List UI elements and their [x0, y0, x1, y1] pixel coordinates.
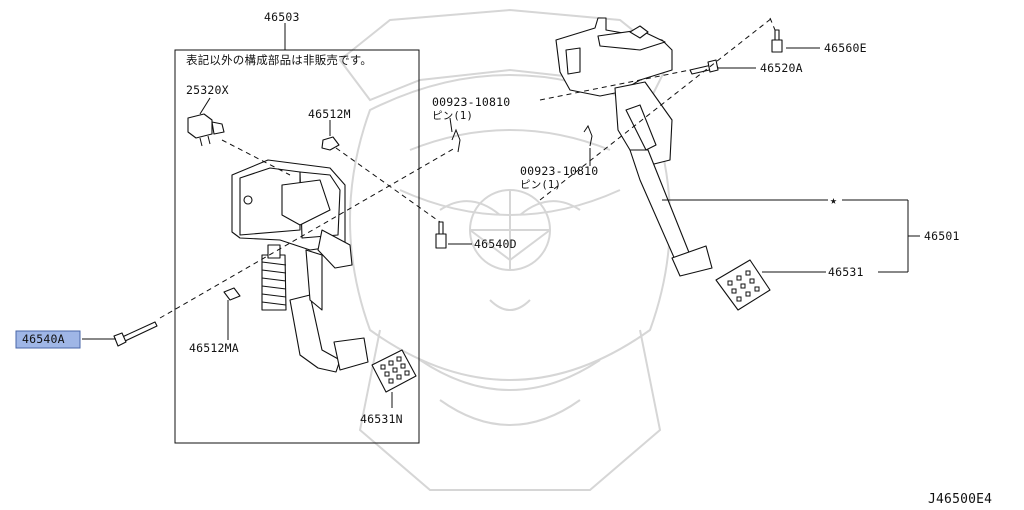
label-pin-right-code: 00923-10810 — [520, 164, 598, 178]
highlight-46540a — [15, 330, 81, 349]
label-pin-left-sub: ピン(1) — [432, 110, 473, 122]
star-marker: ★ — [830, 193, 837, 207]
label-46501: 46501 — [924, 229, 960, 243]
assembly-dash-lines-right — [539, 17, 776, 201]
note-not-sold: 表記以外の構成部品は非販売です。 — [186, 53, 372, 67]
leader-lines — [82, 47, 920, 408]
watermark-emblem — [338, 8, 672, 491]
label-46540d: 46540D — [474, 237, 517, 251]
label-46531n: 46531N — [360, 412, 403, 426]
label-46503: 46503 — [264, 10, 300, 24]
label-pin-left-code: 00923-10810 — [432, 95, 510, 109]
label-46560e: 46560E — [824, 41, 867, 55]
brake-pedal-assembly — [555, 17, 783, 311]
label-46520a: 46520A — [760, 61, 803, 75]
label-46512ma: 46512MA — [189, 341, 239, 355]
clutch-pedal-assembly — [113, 113, 461, 393]
label-46531: 46531 — [828, 265, 864, 279]
label-25320x: 25320X — [186, 83, 229, 97]
diagram-id: J46500E4 — [928, 492, 992, 507]
label-46540a[interactable]: 46540A — [22, 332, 65, 346]
label-pin-right-sub: ピン(1) — [520, 179, 561, 191]
assembly-dash-lines-left — [159, 139, 456, 319]
label-46512m: 46512M — [308, 107, 351, 121]
assembly-46503-frame — [174, 49, 420, 444]
